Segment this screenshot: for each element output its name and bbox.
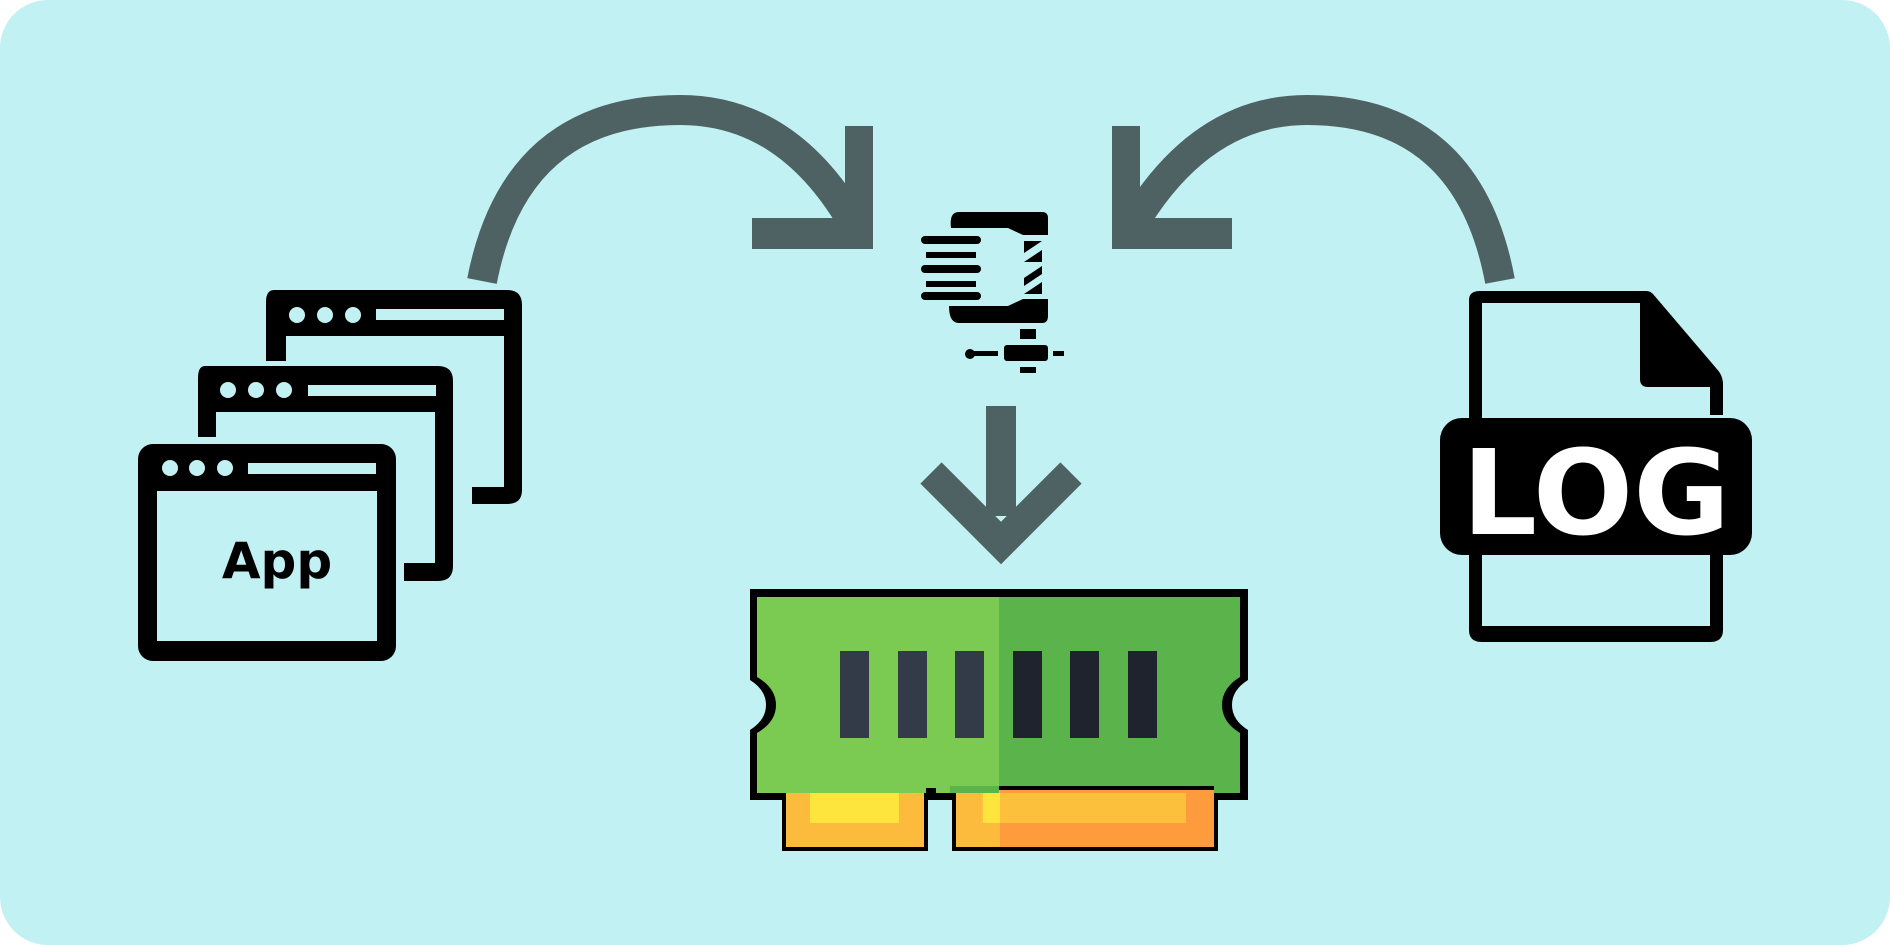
ram-chips — [840, 651, 1157, 738]
app-label: App — [222, 532, 332, 590]
compress-clamp-icon — [921, 212, 1064, 373]
ram-chip — [1070, 651, 1099, 738]
ram-chip — [1128, 651, 1157, 738]
curved-arrow-left — [467, 94, 870, 284]
ram-chip — [955, 651, 984, 738]
app-window-front: App — [138, 444, 396, 661]
ram-module-icon — [750, 589, 1248, 851]
app-window-middle — [198, 366, 453, 581]
log-label: LOG — [1462, 424, 1730, 562]
arrow-head-left — [752, 126, 873, 249]
ram-chip — [898, 651, 927, 738]
app-window-back — [266, 290, 522, 504]
log-file-icon: LOG — [1440, 291, 1752, 642]
down-arrow — [920, 406, 1082, 565]
arrow-head-right — [1112, 126, 1232, 249]
ram-chip — [1013, 651, 1042, 738]
app-windows-icon: App — [138, 290, 522, 661]
curved-arrow-right — [1118, 94, 1515, 284]
ram-contacts — [782, 790, 1218, 851]
ram-chip — [840, 651, 869, 738]
ram-pcb — [750, 589, 1248, 800]
